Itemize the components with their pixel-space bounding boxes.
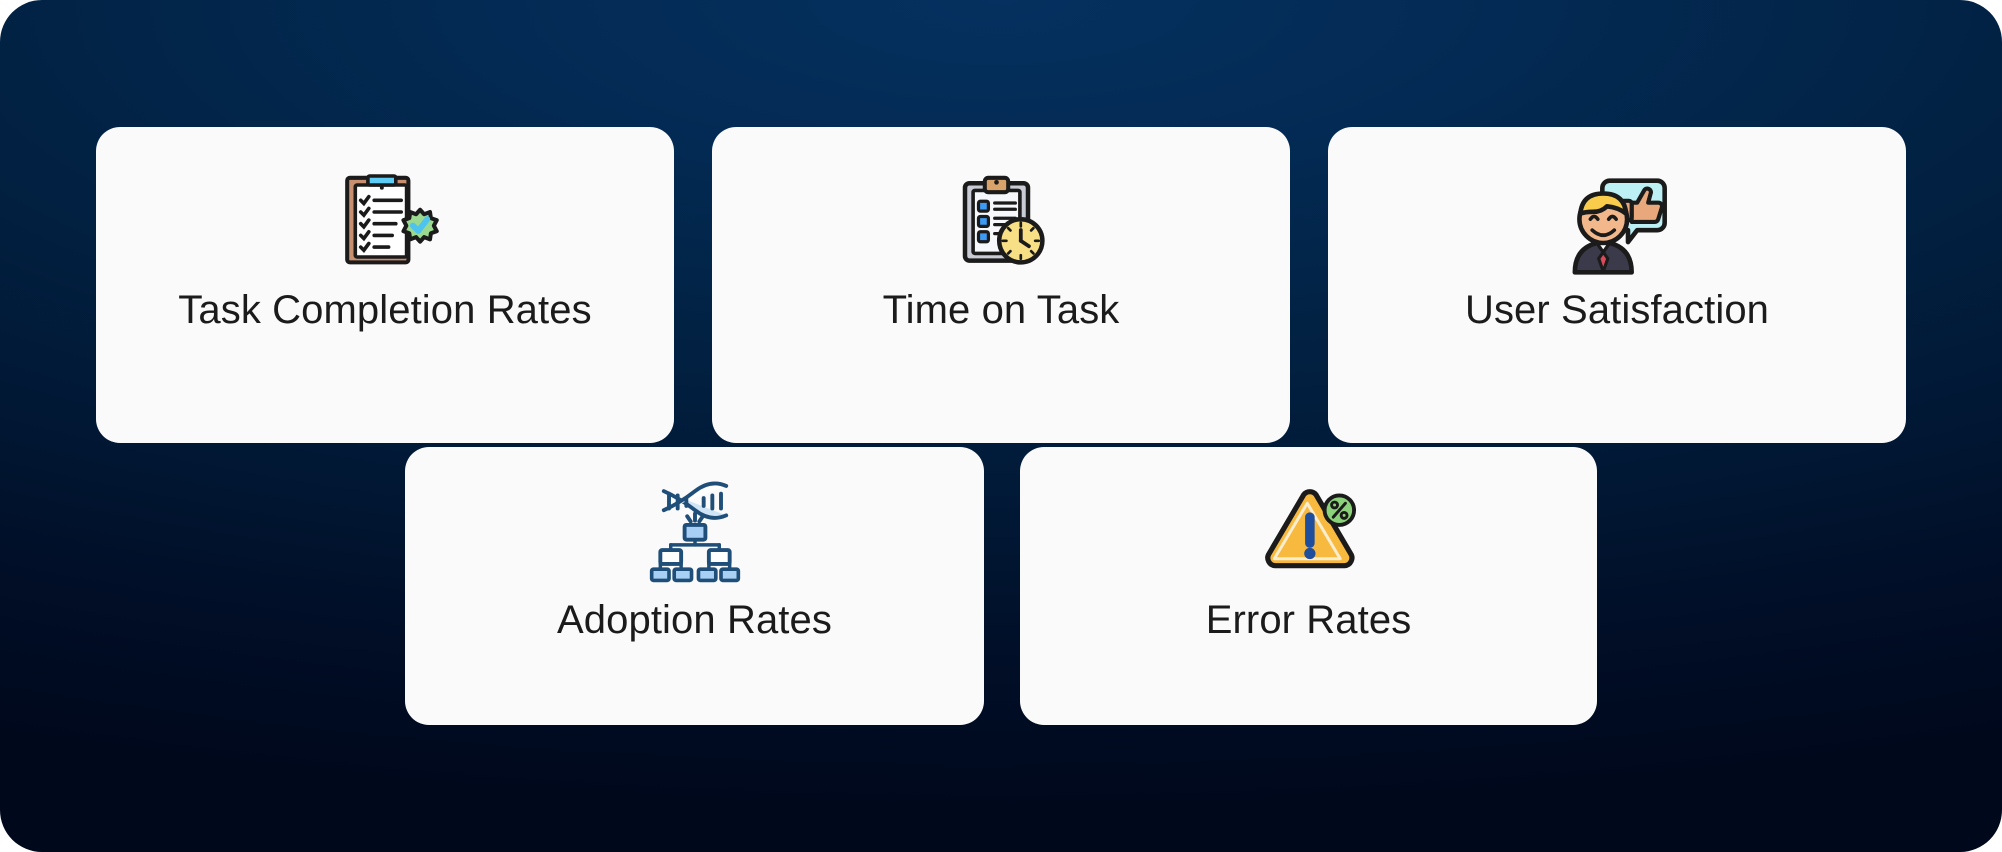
bottom-row: Adoption Rates bbox=[405, 447, 1597, 725]
card-label: Error Rates bbox=[1205, 598, 1412, 642]
card-user-satisfaction[interactable]: User Satisfaction bbox=[1328, 127, 1906, 443]
clipboard-clock-icon bbox=[941, 161, 1061, 281]
card-label: Time on Task bbox=[882, 288, 1120, 332]
card-task-completion-rates[interactable]: Task Completion Rates bbox=[96, 127, 674, 443]
card-label: Task Completion Rates bbox=[178, 288, 592, 332]
card-error-rates[interactable]: Error Rates bbox=[1020, 447, 1597, 725]
person-thumbs-up-speech-bubble-icon bbox=[1557, 161, 1677, 281]
warning-triangle-percent-icon bbox=[1249, 475, 1369, 587]
dna-hierarchy-tree-icon bbox=[635, 475, 755, 587]
card-label: Adoption Rates bbox=[557, 598, 832, 642]
clipboard-checklist-verified-icon bbox=[325, 161, 445, 281]
card-label: User Satisfaction bbox=[1464, 288, 1770, 332]
card-adoption-rates[interactable]: Adoption Rates bbox=[405, 447, 984, 725]
card-time-on-task[interactable]: Time on Task bbox=[712, 127, 1290, 443]
top-row: Task Completion Rates bbox=[96, 127, 1906, 443]
